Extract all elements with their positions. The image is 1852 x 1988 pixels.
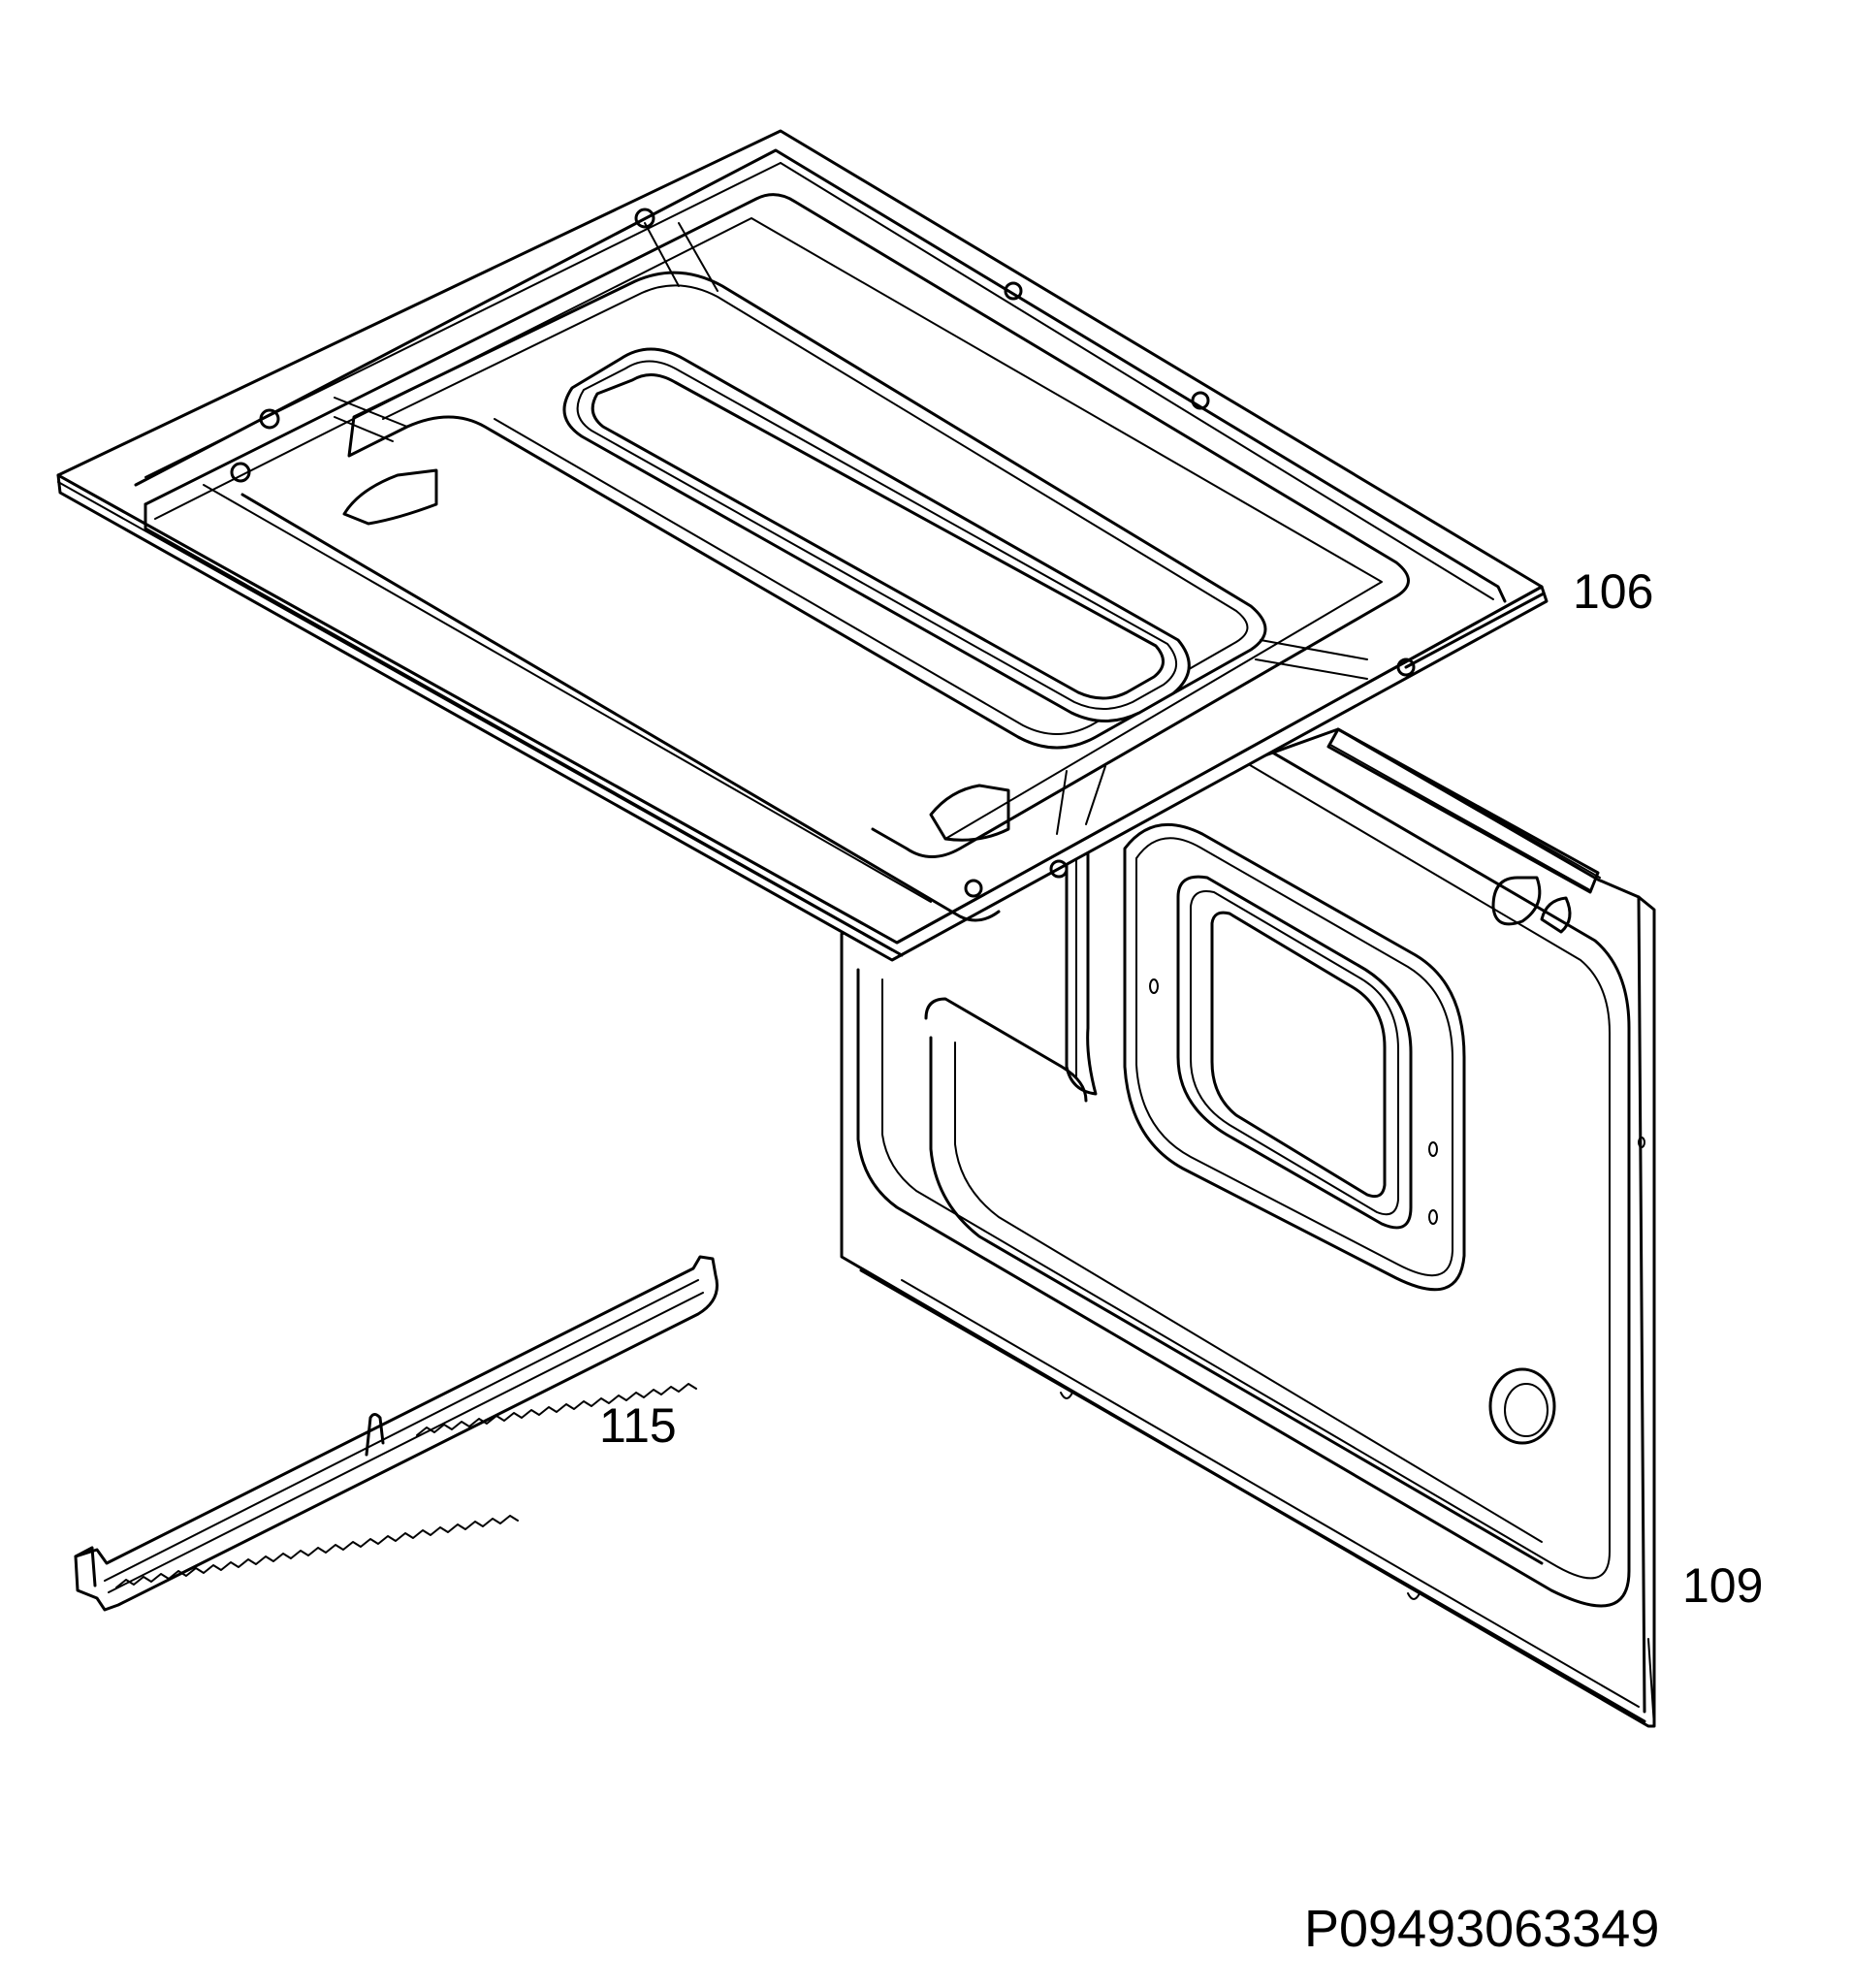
rail-drawing — [74, 1255, 718, 1612]
callout-109: 109 — [1682, 1558, 1764, 1613]
back-panel-drawing — [840, 701, 1656, 1728]
document-id: P09493063349 — [1304, 1900, 1660, 1958]
callout-106: 106 — [1573, 564, 1654, 619]
top-panel-drawing — [56, 129, 1549, 962]
callout-115: 115 — [599, 1398, 677, 1453]
